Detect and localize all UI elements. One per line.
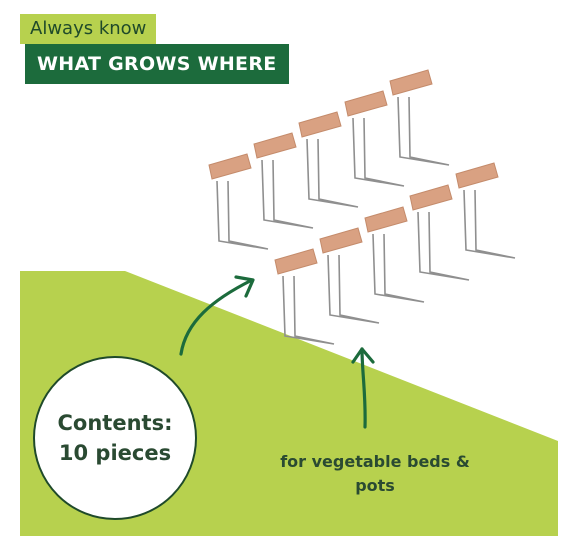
plant-label-stake <box>274 248 335 345</box>
plant-label-stake <box>455 162 516 259</box>
arrowhead-icon <box>234 275 255 298</box>
plant-label-stake <box>344 90 405 187</box>
plant-label-stake <box>208 153 269 250</box>
usage-caption: for vegetable beds & pots <box>280 452 470 495</box>
plant-label-stake <box>409 184 470 281</box>
curved-arrow-icon <box>179 278 254 356</box>
plant-label-stake <box>253 132 314 229</box>
contents-label: Contents: <box>57 411 173 435</box>
plant-label-stake <box>389 69 450 166</box>
arrowhead-icon <box>351 347 375 364</box>
contents-count: 10 pieces <box>58 441 172 465</box>
contents-badge: Contents: 10 pieces <box>33 356 197 520</box>
title-banner: WHAT GROWS WHERE <box>25 44 289 84</box>
contents-text: Contents: 10 pieces <box>58 408 173 468</box>
subtitle-banner: Always know <box>20 14 157 44</box>
plant-label-stake <box>364 206 425 303</box>
plant-label-stake <box>298 111 359 208</box>
plant-label-stake <box>319 227 380 324</box>
curved-arrow-icon <box>360 347 367 429</box>
